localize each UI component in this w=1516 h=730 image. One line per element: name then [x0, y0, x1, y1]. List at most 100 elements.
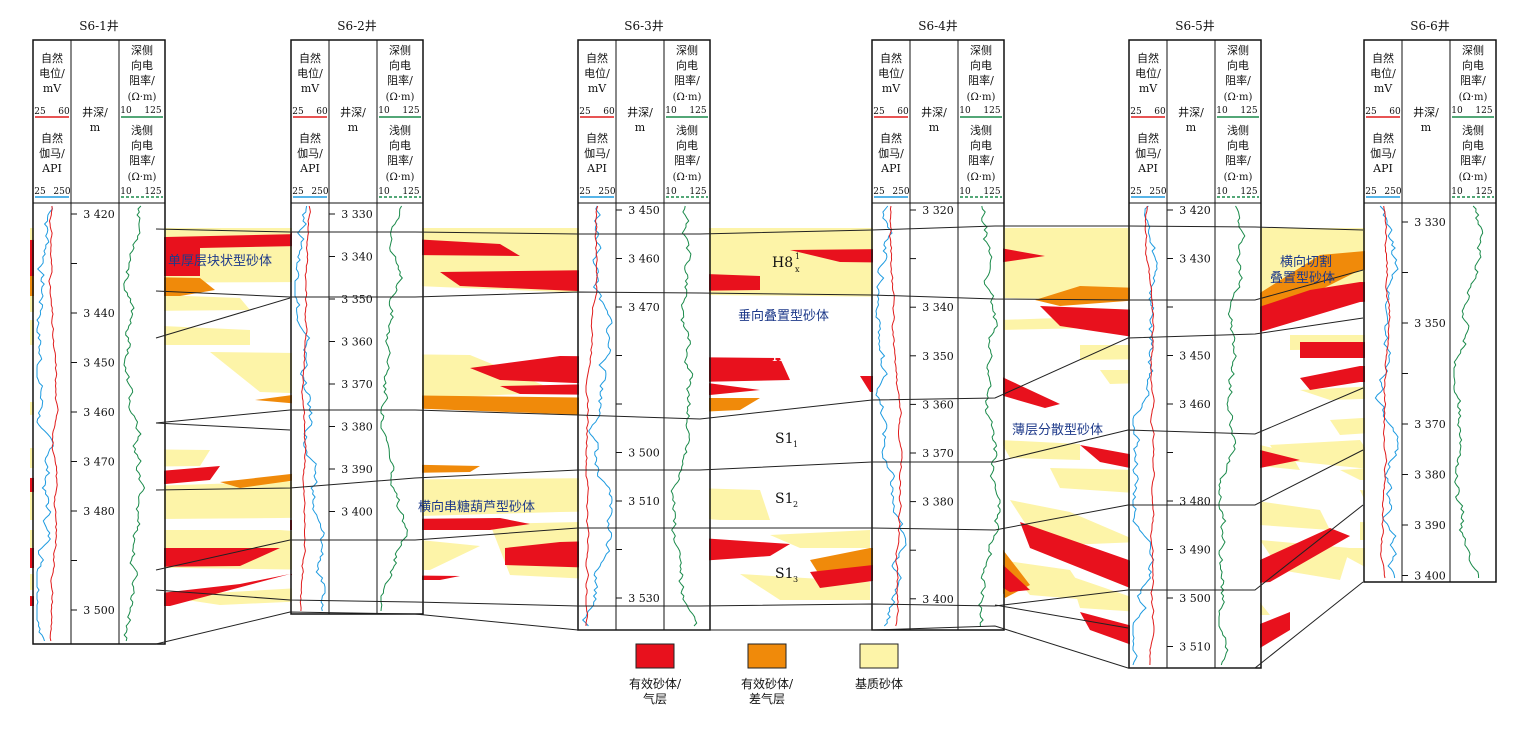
log-curve: [294, 205, 326, 612]
depth-label-value: 3 470: [1179, 447, 1211, 460]
svg-text:S1: S1: [775, 431, 794, 447]
shallow-res-label: 阻率/: [1225, 153, 1251, 167]
legend-label: 基质砂体: [855, 677, 903, 691]
layer-label-h8x2: H8 2 x: [772, 345, 800, 368]
correlation-line: [155, 422, 291, 431]
depth-label-value: 3 350: [922, 350, 954, 363]
correlation-lines: [155, 225, 1364, 669]
depth-label-value: 3 530: [628, 592, 660, 605]
gr-label: 伽马/: [1135, 146, 1161, 160]
deep-res-label: 阻率/: [674, 73, 700, 87]
deep-res-unit: (Ω·m): [386, 92, 415, 103]
res-range-hi: 125: [1475, 187, 1492, 197]
res-range-lo: 10: [1216, 106, 1228, 116]
gr-range-lo: 25: [1130, 187, 1142, 197]
svg-text:S1: S1: [775, 491, 794, 507]
log-curve: [875, 205, 907, 627]
shallow-res-unit: (Ω·m): [673, 172, 702, 183]
correlation-line: [155, 387, 1364, 491]
svg-text:1: 1: [793, 440, 798, 449]
depth-label-value: 3 450: [83, 357, 115, 370]
gr-label: 自然: [586, 131, 608, 145]
sp-range-hi: 60: [316, 107, 328, 117]
correlation-line: [155, 297, 291, 339]
shallow-res-label: 浅侧: [676, 124, 698, 137]
depth-label: 井深/: [1413, 105, 1439, 119]
res-range-lo: 10: [120, 106, 132, 116]
gr-label: 自然: [41, 131, 63, 145]
depth-unit: m: [348, 121, 359, 134]
deep-res-label: 阻率/: [968, 73, 994, 87]
shallow-res-label: 向电: [1227, 138, 1249, 152]
depth-label-value: 3 460: [1179, 398, 1211, 411]
depth-label-value: 3 510: [1179, 641, 1211, 654]
shallow-res-label: 阻率/: [968, 153, 994, 167]
depth-label-value: 3 520: [628, 544, 660, 557]
depth-label-value: 3 370: [341, 378, 373, 391]
svg-text:S1: S1: [775, 566, 794, 582]
gr-range-lo: 25: [34, 187, 46, 197]
depth-label: 井深/: [921, 105, 947, 119]
well-column-frame: [1363, 39, 1497, 583]
shallow-res-label: 阻率/: [387, 153, 413, 167]
gr-label: 自然: [880, 131, 902, 145]
depth-label-value: 3 340: [922, 301, 954, 314]
svg-text:2: 2: [795, 345, 800, 354]
sp-range-lo: 25: [579, 107, 591, 117]
deep-res-unit: (Ω·m): [1459, 92, 1488, 103]
log-curve: [1380, 205, 1391, 579]
shallow-res-unit: (Ω·m): [386, 172, 415, 183]
well-column-frame: [871, 39, 1005, 631]
log-curve: [299, 205, 311, 612]
deep-res-label: 深侧: [1227, 44, 1249, 57]
gr-range-hi: 250: [53, 187, 70, 197]
depth-label-value: 3 320: [922, 204, 954, 217]
depth-label-value: 3 470: [628, 301, 660, 314]
log-curve: [1453, 205, 1484, 579]
depth-label-value: 3 390: [922, 544, 954, 557]
depth-label-value: 3 450: [1179, 350, 1211, 363]
deep-res-label: 向电: [676, 58, 698, 72]
matrix-sand: [1000, 440, 1080, 460]
matrix-sand: [770, 530, 870, 548]
depth-label-value: 3 350: [1414, 317, 1446, 330]
res-range-hi: 125: [402, 187, 419, 197]
legend-label: 差气层: [749, 691, 785, 706]
deep-res-label: 阻率/: [387, 73, 413, 87]
label-lateral-string: 横向串糖葫芦型砂体: [418, 499, 535, 515]
gr-range-hi: 250: [1384, 187, 1401, 197]
sp-range-hi: 60: [897, 107, 909, 117]
depth-unit: m: [635, 121, 646, 134]
depth-label: 井深/: [1178, 105, 1204, 119]
res-range-hi: 125: [144, 106, 161, 116]
shallow-res-label: 阻率/: [1460, 153, 1486, 167]
shallow-res-unit: (Ω·m): [128, 172, 157, 183]
deep-res-label: 深侧: [676, 44, 698, 57]
shallow-res-label: 向电: [676, 138, 698, 152]
label-single-thick: 单厚层块状型砂体: [168, 254, 272, 269]
sp-label: 自然: [1137, 51, 1159, 65]
shallow-res-label: 向电: [1462, 138, 1484, 152]
res-range-lo: 10: [665, 187, 677, 197]
depth-label-value: 3 460: [83, 406, 115, 419]
sp-unit: mV: [301, 82, 320, 95]
legend-label: 有效砂体/: [741, 676, 794, 691]
res-range-lo: 10: [1451, 106, 1463, 116]
res-range-hi: 125: [1240, 187, 1257, 197]
shallow-res-label: 浅侧: [1462, 124, 1484, 137]
correlation-line: [155, 504, 1364, 607]
sp-range-hi: 60: [603, 107, 615, 117]
legend-swatch: [747, 643, 787, 669]
legend-swatch: [635, 643, 675, 669]
deep-res-label: 向电: [131, 58, 153, 72]
gr-range-lo: 25: [1365, 187, 1377, 197]
res-range-lo: 10: [1216, 187, 1228, 197]
log-curve: [1144, 206, 1155, 666]
depth-label-value: 3 360: [1414, 368, 1446, 381]
depth-label-value: 3 490: [628, 398, 660, 411]
well-name: S6-4井: [918, 19, 958, 33]
